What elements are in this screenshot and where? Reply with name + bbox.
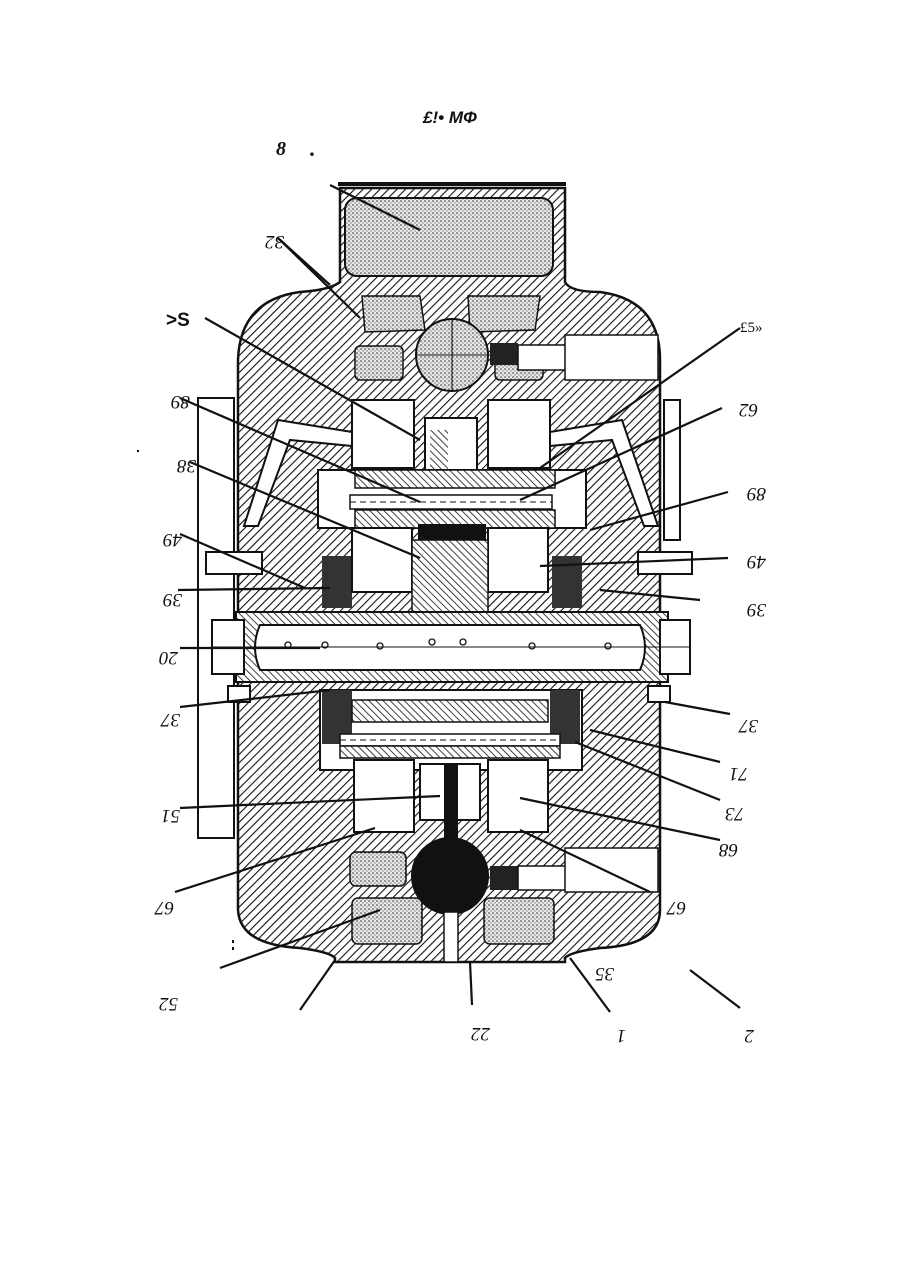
label-22-bottom: 22 (471, 1023, 491, 1044)
label-67-left: 67 (154, 897, 175, 918)
label-37-left: 37 (160, 709, 182, 730)
label-35-bottom: 35 (595, 963, 615, 984)
label-89-left: 89 (171, 391, 191, 412)
label-51-left: 51 (161, 805, 180, 826)
label-67-right: 67 (666, 897, 687, 918)
label-5-left: >S (166, 310, 190, 331)
label-38-left: 38 (177, 455, 198, 476)
label-52-left: 52 (159, 993, 179, 1014)
label-1-bottom: 1 (617, 1025, 627, 1046)
label-89-right: 89 (747, 483, 767, 504)
label-73-right: 73 (725, 803, 744, 824)
label-39-right: 39 (747, 599, 768, 620)
label-49-right: 49 (747, 551, 767, 572)
label-62-right: 62 (739, 399, 759, 420)
label-2-bottom: 2 (744, 1025, 754, 1046)
label-37-right: 37 (738, 715, 760, 736)
label-71-right: 71 (729, 763, 748, 784)
top-chamber (345, 198, 553, 276)
label-65-right: £5» (740, 320, 763, 336)
label-68-right: 68 (719, 839, 739, 860)
label-49-left: 49 (163, 529, 183, 550)
label-39-left: 39 (163, 589, 184, 610)
lower-cage (320, 690, 582, 770)
label-32-top: 32 (265, 231, 286, 252)
label-20-left: 20 (159, 647, 179, 668)
